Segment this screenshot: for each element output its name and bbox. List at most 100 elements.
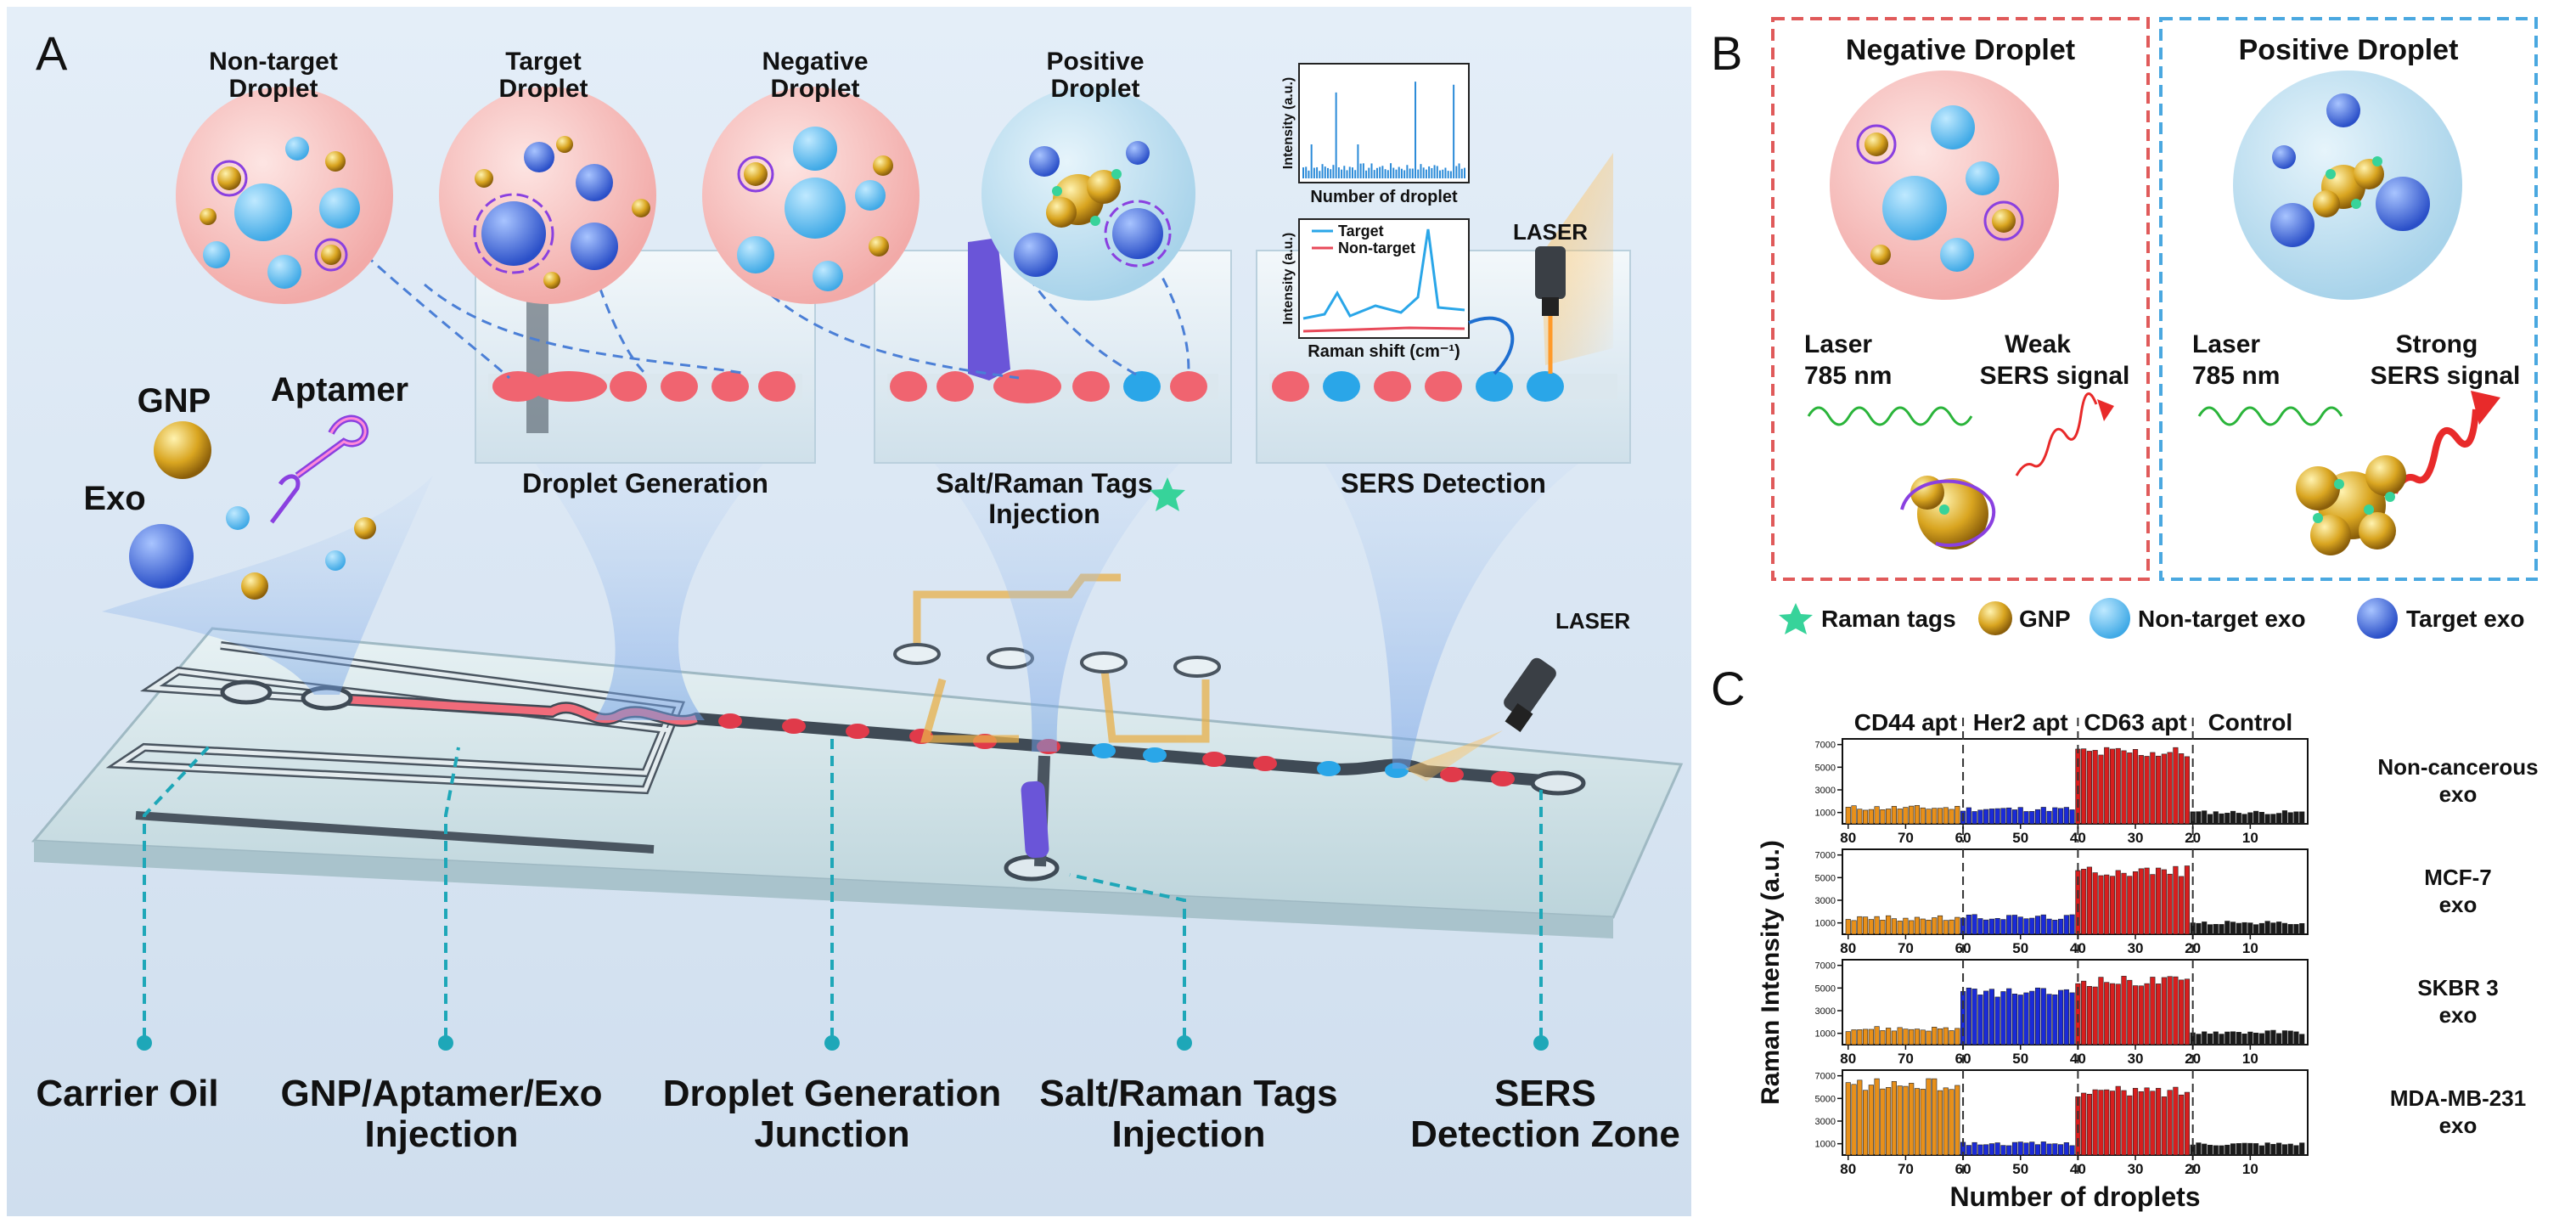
window-droplets-1: [492, 371, 796, 402]
bar: [2081, 980, 2087, 1045]
x-tick-label: 50: [2012, 940, 2028, 956]
label-sers-2: Detection Zone: [1410, 1113, 1680, 1155]
x-tick-label: 50: [2012, 1051, 2028, 1067]
reagents: GNP Aptamer Exo: [83, 371, 408, 600]
negative-title: Negative Droplet: [1846, 34, 2075, 66]
bar: [2184, 978, 2190, 1045]
label-junction-2: Junction: [754, 1113, 909, 1155]
y-tick-label: 5000: [1815, 983, 1836, 994]
outlet-port: [1530, 770, 1586, 796]
label-junction-1: Droplet Generation: [663, 1073, 1002, 1114]
window-salt-label-2: Injection: [988, 499, 1100, 529]
x-tick-label: 10: [2242, 940, 2258, 956]
bar: [2270, 1143, 2276, 1156]
droplet-label-positive-2: Droplet: [1051, 75, 1140, 103]
bar: [2063, 1142, 2069, 1156]
bar: [1994, 808, 2000, 825]
x-tick-label: 80: [1840, 1051, 1856, 1067]
bar: [2069, 809, 2075, 825]
x-tick-label: 10: [2242, 1161, 2258, 1177]
y-tick-label: 3000: [1815, 896, 1836, 906]
bar: [2270, 1029, 2276, 1045]
bar: [2063, 915, 2069, 935]
bar: [2098, 875, 2104, 935]
bar: [2161, 977, 2167, 1045]
bar: [2253, 1143, 2259, 1156]
bar: [1932, 917, 1938, 935]
bar: [1954, 1028, 1960, 1045]
bar: [2098, 1090, 2104, 1156]
x-tick-label: 70: [1898, 1051, 1914, 1067]
negative-box: [1771, 17, 2150, 581]
bar: [2023, 1142, 2029, 1156]
bar: [2287, 812, 2293, 825]
chip-laser-label: LASER: [1555, 608, 1630, 634]
bar: [1977, 995, 1983, 1045]
bar: [2023, 811, 2029, 825]
bar: [2052, 920, 2058, 935]
bar: [1845, 807, 1851, 825]
bar: [2184, 865, 2190, 935]
positive-signal-1: Strong: [2396, 330, 2478, 358]
bar: [2202, 921, 2208, 935]
bar: [2138, 868, 2144, 935]
positive-signal-wave: [2391, 409, 2479, 494]
bar: [2173, 976, 2179, 1045]
x-tick-label: 60: [1955, 940, 1971, 956]
bar: [2006, 988, 2012, 1045]
bar: [2058, 989, 2064, 1045]
inlet-port-oil: [220, 679, 273, 705]
bar: [2006, 807, 2012, 825]
bar: [2207, 924, 2213, 935]
x-tick-label: 30: [2128, 830, 2144, 846]
bar: [2017, 807, 2023, 825]
bar: [1886, 1087, 1892, 1156]
bar: [2224, 1031, 2230, 1045]
bar: [2150, 874, 2156, 935]
inset-scatter: Number of droplet Intensity (a.u.): [1281, 63, 1470, 206]
window-sers-label: SERS Detection: [1341, 468, 1546, 499]
bar: [2253, 810, 2259, 825]
bar: [2253, 924, 2259, 935]
bar: [2011, 915, 2018, 935]
x-tick-label: 20: [2185, 1051, 2201, 1067]
bar: [1926, 809, 1932, 825]
bar: [1897, 1085, 1903, 1156]
bar: [2086, 866, 2092, 935]
x-tick-label: 80: [1840, 940, 1856, 956]
bar: [2150, 752, 2156, 825]
bar: [2241, 1142, 2247, 1156]
bar: [1903, 1085, 1909, 1156]
bar: [1862, 809, 1869, 825]
y-tick-label: 7000: [1815, 961, 1836, 972]
droplet-label-target-1: Target: [505, 48, 581, 76]
bar: [2086, 1093, 2092, 1156]
bar: [2293, 1031, 2299, 1045]
bar: [2167, 752, 2173, 825]
leader-lines: [143, 739, 1543, 1038]
bar: [2081, 869, 2087, 935]
bar: [2213, 923, 2219, 935]
bar: [1909, 1029, 1915, 1045]
bar: [1943, 807, 1949, 825]
exo-label: Exo: [83, 480, 145, 517]
bar: [2104, 874, 2110, 935]
bar: [2230, 1143, 2236, 1156]
bar: [1909, 1083, 1915, 1156]
bar: [1943, 1087, 1949, 1156]
negative-laser-2: 785 nm: [1804, 362, 1892, 390]
bar: [2167, 976, 2173, 1045]
panel-b: B Negative Droplet Positive Droplet: [1711, 17, 2538, 639]
window-droplet-generation: Droplet Generation: [475, 250, 816, 499]
bar: [2196, 922, 2202, 935]
bar: [2179, 1094, 2185, 1156]
bar: [2052, 807, 2058, 825]
zoomed-droplets: [176, 87, 1195, 304]
bar: [1920, 807, 1926, 825]
bar: [1937, 1090, 1943, 1156]
bar: [2104, 747, 2110, 825]
row-name-sub: exo: [2439, 892, 2478, 917]
bar: [1886, 809, 1892, 825]
raman-tag-star-icon: [1150, 477, 1185, 511]
bar: [2104, 982, 2110, 1045]
